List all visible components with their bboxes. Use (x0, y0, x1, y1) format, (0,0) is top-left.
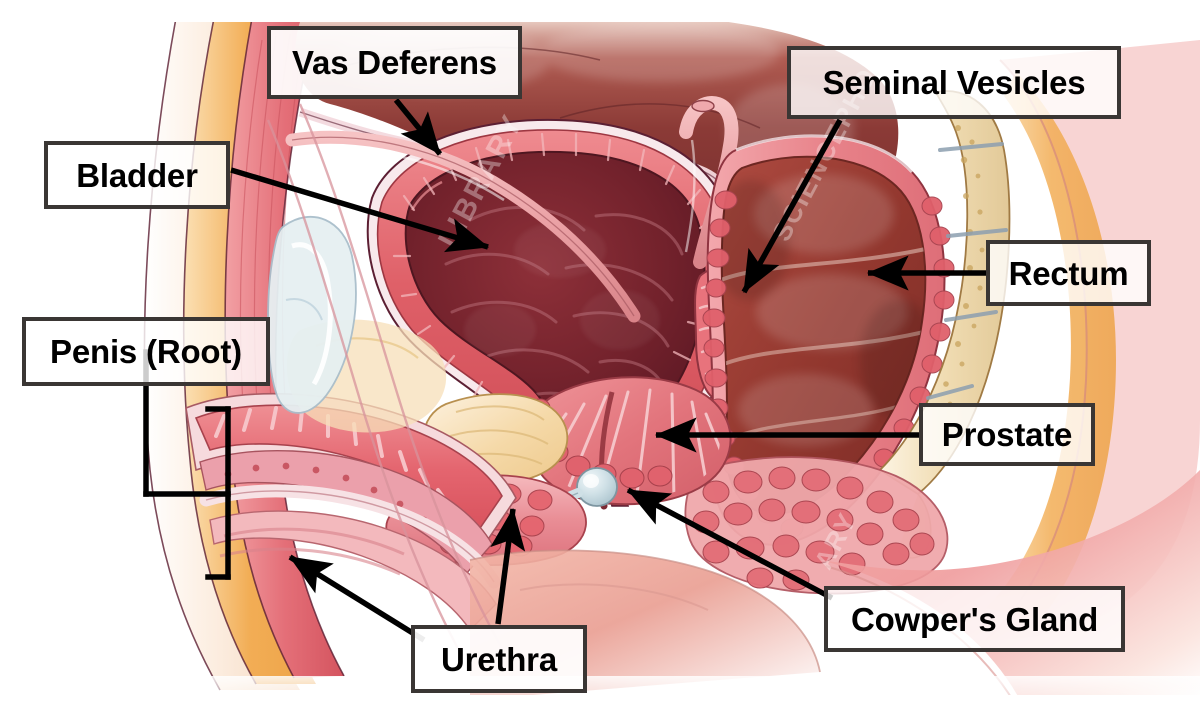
label-prostate: Prostate (919, 403, 1095, 466)
label-bladder: Bladder (44, 141, 230, 209)
label-seminal-vesicles: Seminal Vesicles (787, 46, 1121, 119)
label-rectum: Rectum (986, 240, 1151, 306)
penis-root (185, 392, 517, 632)
label-cowpers-gland: Cowper's Gland (824, 586, 1125, 652)
label-penis-root: Penis (Root) (22, 317, 270, 386)
label-urethra: Urethra (411, 625, 587, 693)
label-vas-deferens: Vas Deferens (267, 26, 522, 99)
